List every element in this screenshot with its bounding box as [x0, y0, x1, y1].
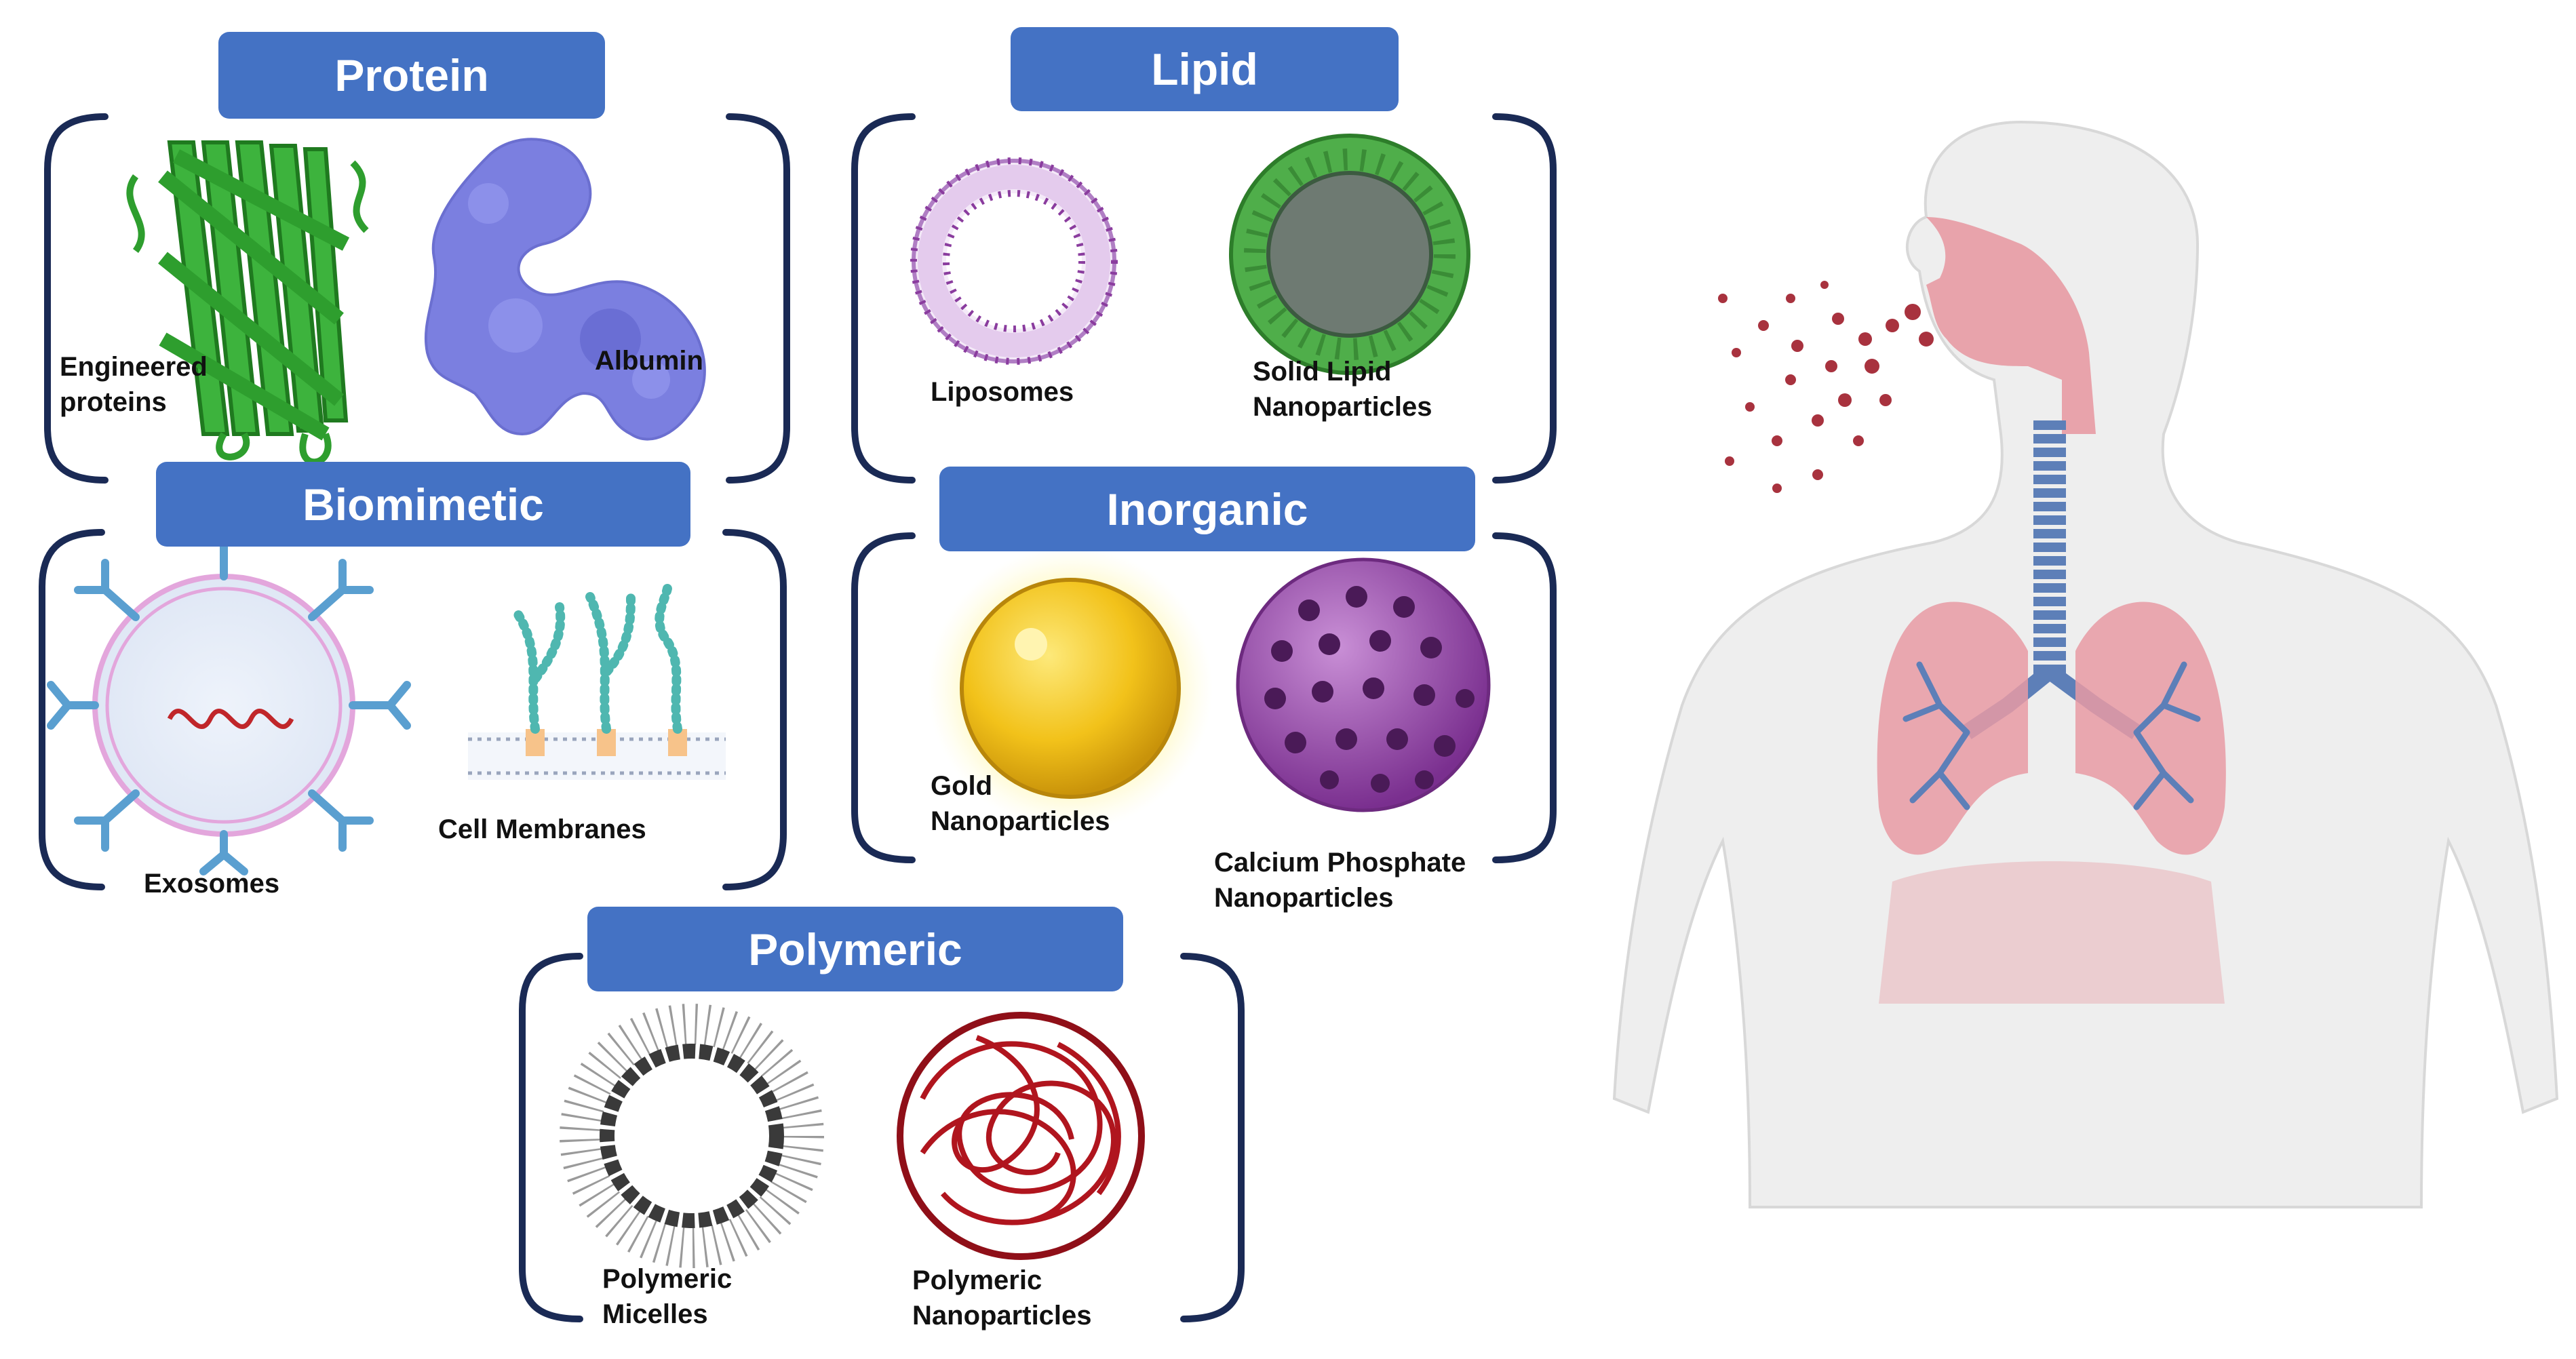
polymeric-micelle-icon	[560, 1004, 824, 1268]
gold-nanoparticle-icon	[928, 546, 1213, 831]
label-line: Exosomes	[144, 869, 280, 899]
human-respiratory-system-icon	[1612, 120, 2559, 1208]
label-line: Liposomes	[931, 377, 1074, 407]
label-engineered-proteins: Engineered proteins	[60, 349, 208, 420]
inorganic-bracket-right	[1492, 532, 1557, 863]
protein-bracket-left	[44, 113, 109, 484]
label-line: Albumin	[595, 346, 703, 376]
polymeric-header: Polymeric	[587, 907, 1123, 991]
lipid-bracket-left	[851, 113, 916, 484]
label-calcium-phosphate-nanoparticles: Calcium Phosphate Nanoparticles	[1214, 845, 1466, 915]
lipid-bracket-right	[1492, 113, 1557, 484]
label-polymeric-nanoparticles: Polymeric Nanoparticles	[912, 1263, 1092, 1333]
label-line: Nanoparticles	[931, 806, 1110, 836]
label-cell-membranes: Cell Membranes	[438, 812, 646, 847]
label-solid-lipid-nanoparticles: Solid Lipid Nanoparticles	[1253, 354, 1432, 425]
lipid-header: Lipid	[1011, 27, 1399, 111]
albumin-icon	[424, 138, 706, 441]
label-liposomes: Liposomes	[931, 374, 1074, 410]
biomimetic-bracket-right	[722, 529, 787, 890]
label-line: Nanoparticles	[1253, 392, 1432, 422]
label-line: Gold	[931, 771, 993, 801]
protein-bracket-right	[726, 113, 790, 484]
polymeric-bracket-right	[1180, 953, 1245, 1322]
label-gold-nanoparticles: Gold Nanoparticles	[931, 768, 1110, 839]
label-line: Engineered	[60, 352, 208, 382]
polymeric-nanoparticle-icon	[897, 1012, 1145, 1260]
liposome-icon	[910, 157, 1118, 365]
biomimetic-header: Biomimetic	[156, 462, 690, 547]
label-line: Cell Membranes	[438, 814, 646, 844]
biomimetic-bracket-left	[39, 529, 105, 890]
label-line: Nanoparticles	[1214, 883, 1394, 913]
cell-membrane-icon	[468, 578, 726, 780]
label-line: Calcium Phosphate	[1214, 848, 1466, 878]
label-line: proteins	[60, 387, 167, 417]
label-exosomes: Exosomes	[144, 866, 279, 901]
label-line: Polymeric	[912, 1265, 1042, 1295]
label-line: Polymeric	[602, 1264, 733, 1294]
calcium-phosphate-nanoparticle-icon	[1236, 557, 1491, 812]
group-brackets	[39, 113, 1557, 1322]
label-line: Nanoparticles	[912, 1301, 1092, 1331]
label-polymeric-micelles: Polymeric Micelles	[602, 1261, 732, 1332]
green-fluorescent-protein-icon	[126, 140, 369, 466]
solid-lipid-nanoparticle-icon	[1229, 134, 1470, 375]
label-albumin: Albumin	[595, 343, 703, 378]
inorganic-header: Inorganic	[939, 467, 1475, 551]
protein-header: Protein	[218, 32, 605, 119]
inorganic-bracket-left	[851, 532, 916, 863]
exosome-icon	[47, 515, 411, 875]
label-line: Solid Lipid	[1253, 357, 1392, 387]
label-line: Micelles	[602, 1299, 708, 1329]
polymeric-bracket-left	[519, 953, 583, 1322]
exhaled-droplets	[1718, 281, 1934, 493]
